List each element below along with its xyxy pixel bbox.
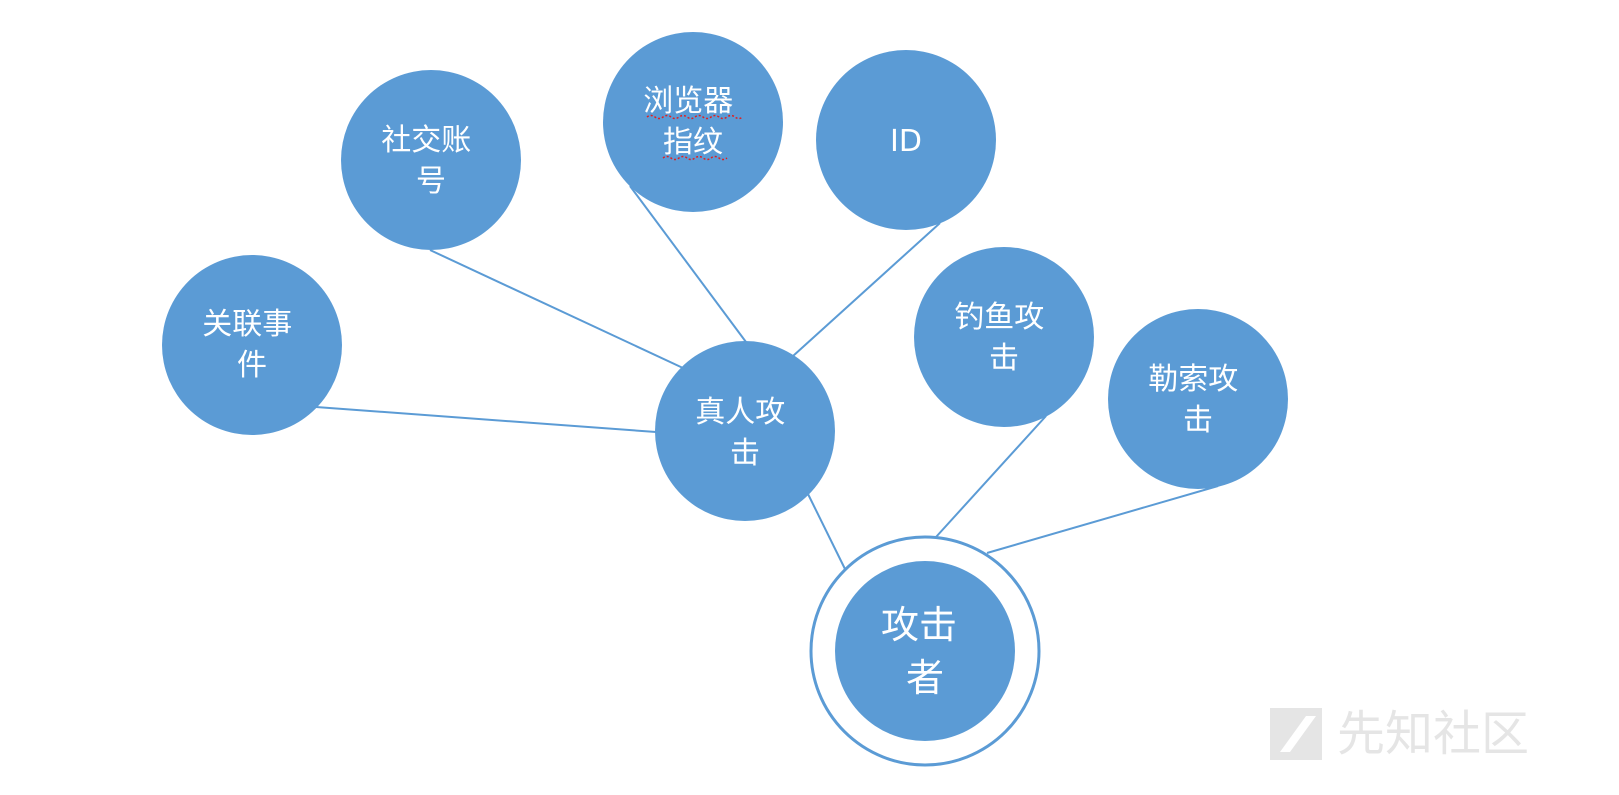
node-real-attack-line-1: 真人攻 bbox=[695, 395, 785, 430]
node-attacker: 攻击 者 bbox=[809, 535, 1041, 767]
node-attacker-line-2: 者 bbox=[906, 656, 944, 700]
svg-text:社交账 号: 社交账 号 bbox=[381, 123, 481, 199]
node-id-line-1: ID bbox=[890, 124, 922, 159]
node-id: ID bbox=[816, 50, 996, 230]
node-related-events-line-2: 件 bbox=[237, 348, 267, 383]
edge-real-attack-related-events bbox=[315, 406, 657, 433]
node-browser-fingerprint: 浏览器 指纹 bbox=[603, 32, 783, 212]
node-attacker-line-1: 攻击 bbox=[881, 603, 957, 647]
svg-text:关联事 件: 关联事 件 bbox=[202, 307, 302, 383]
node-phishing-attack: 钓鱼攻 击 bbox=[914, 247, 1094, 427]
node-browser-fingerprint-line-2: 指纹 bbox=[663, 125, 723, 160]
node-related-events-line-1: 关联事 bbox=[202, 307, 292, 342]
node-social-account-line-1: 社交账 bbox=[381, 123, 471, 158]
svg-text:真人攻 击: 真人攻 击 bbox=[695, 395, 795, 471]
spellcheck-underline bbox=[662, 155, 728, 161]
node-social-account-line-2: 号 bbox=[416, 164, 446, 199]
edge-real-attack-browser-fingerprint bbox=[629, 185, 747, 343]
node-browser-fingerprint-line-1: 浏览器 bbox=[643, 84, 733, 119]
edge-real-attack-social-account bbox=[429, 249, 684, 369]
node-ransomware-attack-line-2: 击 bbox=[1183, 403, 1213, 438]
watermark: 先知社区 bbox=[1270, 706, 1529, 762]
edge-attacker-phishing-attack bbox=[935, 415, 1047, 538]
spellcheck-underline bbox=[646, 114, 744, 120]
node-real-attack-line-2: 击 bbox=[730, 436, 760, 471]
svg-text:钓鱼攻 击: 钓鱼攻 击 bbox=[954, 300, 1054, 376]
edge-real-attack-id bbox=[792, 222, 941, 357]
node-phishing-attack-line-1: 钓鱼攻 bbox=[954, 300, 1044, 335]
edge-attacker-real-attack bbox=[807, 493, 846, 570]
svg-text:勒索攻 击: 勒索攻 击 bbox=[1148, 362, 1248, 438]
edge-attacker-ransomware-attack bbox=[986, 485, 1219, 554]
node-ransomware-attack: 勒索攻 击 bbox=[1108, 309, 1288, 489]
svg-text:浏览器 指纹: 浏览器 指纹 bbox=[643, 84, 743, 160]
node-related-events: 关联事 件 bbox=[162, 255, 342, 435]
node-phishing-attack-line-2: 击 bbox=[989, 341, 1019, 376]
svg-text:ID: ID bbox=[890, 124, 922, 159]
node-real-attack: 真人攻 击 bbox=[655, 341, 835, 521]
svg-text:攻击 者: 攻击 者 bbox=[881, 603, 969, 700]
node-social-account: 社交账 号 bbox=[341, 70, 521, 250]
node-ransomware-attack-line-1: 勒索攻 bbox=[1148, 362, 1238, 397]
watermark-text: 先知社区 bbox=[1337, 706, 1529, 762]
watermark-logo-icon bbox=[1270, 708, 1322, 760]
